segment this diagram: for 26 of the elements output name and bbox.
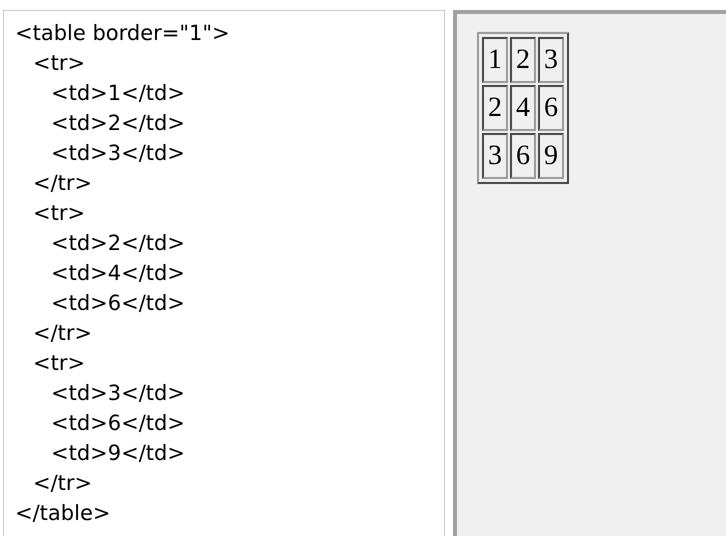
code-line: </table> xyxy=(15,500,110,527)
code-line: <td>6</td> xyxy=(51,290,185,317)
table-cell: 6 xyxy=(510,133,536,179)
table-cell: 4 xyxy=(510,85,536,131)
code-line: <td>3</td> xyxy=(51,140,185,167)
table-cell: 1 xyxy=(482,37,508,83)
code-line: <td>6</td> xyxy=(51,410,185,437)
code-line: <td>9</td> xyxy=(51,440,185,467)
code-line: <td>4</td> xyxy=(51,260,185,287)
code-line: <td>1</td> xyxy=(51,80,185,107)
code-line: <td>2</td> xyxy=(51,110,185,137)
code-line: <td>2</td> xyxy=(51,230,185,257)
code-line: </tr> xyxy=(33,320,92,347)
code-line: <td>3</td> xyxy=(51,380,185,407)
code-line: </tr> xyxy=(33,470,92,497)
table-cell: 2 xyxy=(482,85,508,131)
code-line: <tr> xyxy=(33,350,86,377)
table-cell: 2 xyxy=(510,37,536,83)
code-line: </tr> xyxy=(33,170,92,197)
table-cell: 3 xyxy=(482,133,508,179)
table-cell: 3 xyxy=(538,37,564,83)
table-cell: 9 xyxy=(538,133,564,179)
code-line: <tr> xyxy=(33,200,86,227)
table-cell: 6 xyxy=(538,85,564,131)
code-line: <tr> xyxy=(33,50,86,77)
code-line: <table border="1"> xyxy=(15,20,230,47)
